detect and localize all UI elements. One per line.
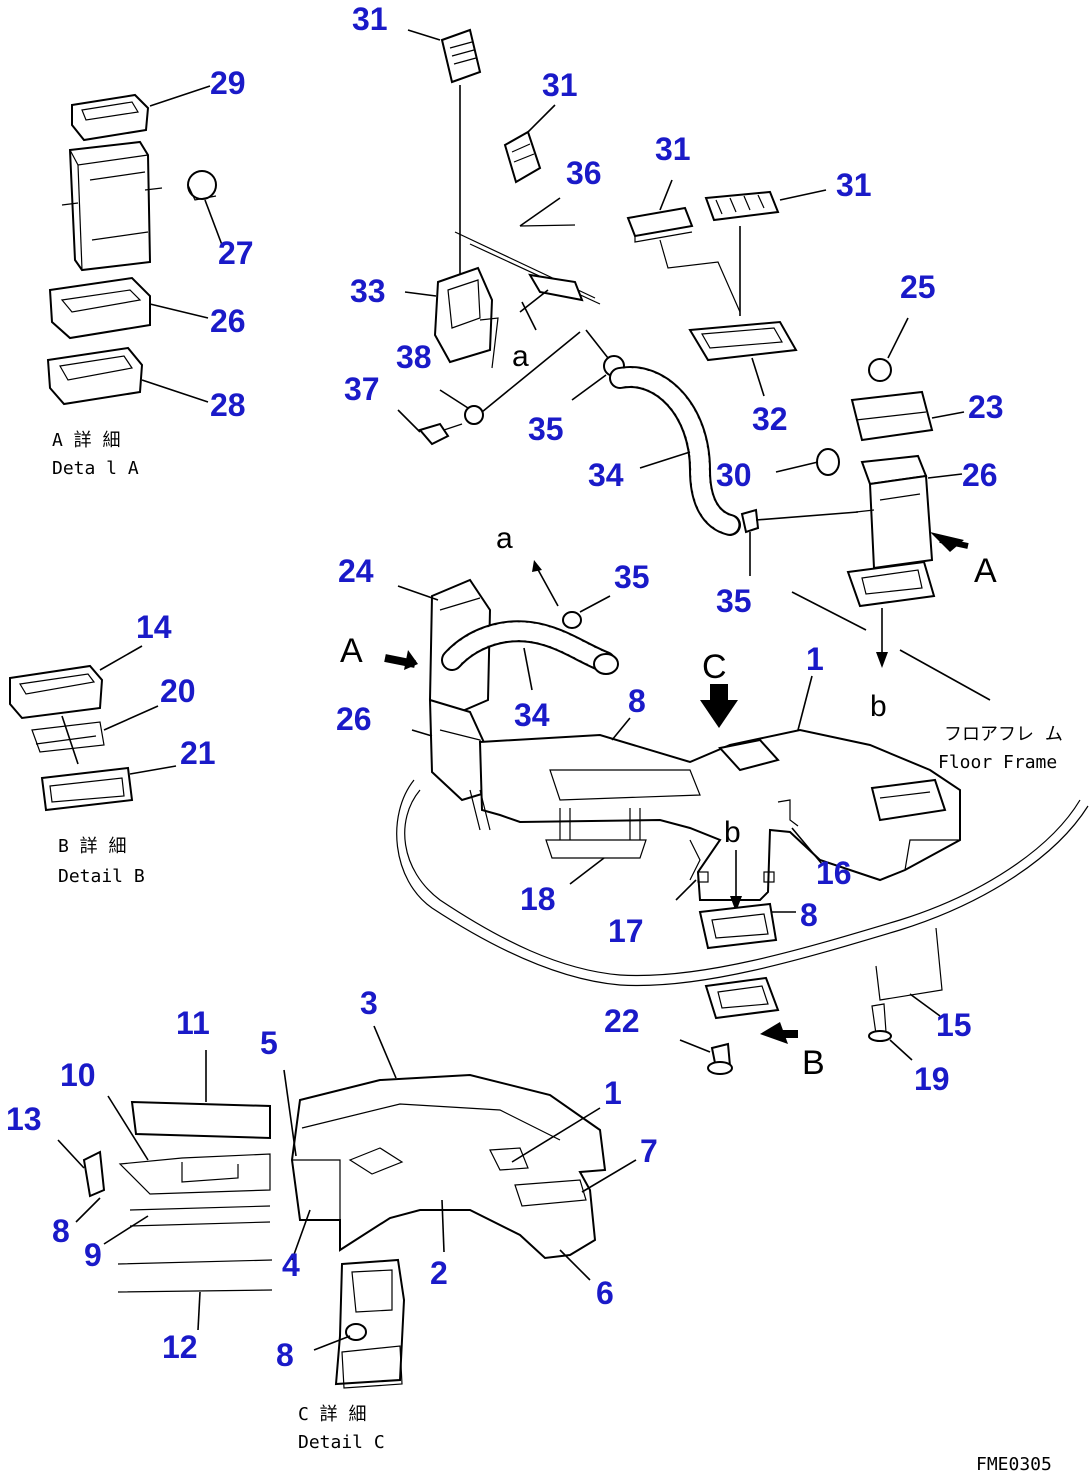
callout-number: 24 [338, 553, 374, 589]
view-letter-a-upper: a [512, 340, 529, 373]
view-letter-b-right: b [870, 690, 887, 723]
callout-number: 31 [655, 131, 691, 167]
callout-number: 1 [806, 641, 824, 677]
callout-number: 31 [352, 1, 388, 37]
callout-number: 34 [514, 697, 550, 733]
detail-a-drawing [46, 85, 223, 406]
callout-number: 1 [604, 1075, 622, 1111]
callout-number: 14 [136, 609, 172, 645]
callout-number: 27 [218, 235, 254, 271]
callout-number: 6 [596, 1275, 614, 1311]
callout-number: 19 [914, 1061, 950, 1097]
callout-number: 8 [628, 683, 646, 719]
callout-number: 18 [520, 881, 556, 917]
callout-number: 16 [816, 855, 852, 891]
callout-number: 8 [52, 1213, 70, 1249]
detail-c-caption-en: Detail C [298, 1432, 385, 1453]
right-duct-assembly [775, 317, 969, 668]
view-letter-a-lower: a [496, 522, 513, 555]
callout-number: 10 [60, 1057, 96, 1093]
detail-b-drawing [9, 645, 177, 812]
callout-number: 26 [962, 457, 998, 493]
callout-number: 5 [260, 1025, 278, 1061]
view-letter-A-left: A [340, 632, 363, 670]
view-letter-A-right: A [974, 552, 997, 590]
callout-number: 8 [276, 1337, 294, 1373]
detail-b-caption-jp: B 詳 細 [58, 836, 127, 857]
detail-a-caption-en: Deta l A [52, 458, 139, 479]
floor-frame-drawing [396, 649, 1089, 987]
hose-upper [609, 366, 859, 576]
callout-number: 4 [282, 1247, 300, 1283]
callout-number: 9 [84, 1237, 102, 1273]
callout-number: 15 [936, 1007, 972, 1043]
callout-number: 33 [350, 273, 386, 309]
callout-number: 20 [160, 673, 196, 709]
callout-number: 37 [344, 371, 380, 407]
callout-number: 26 [210, 303, 246, 339]
floor-frame-caption-jp: フロアフレ ム [944, 724, 1063, 745]
upper-right-vents [626, 179, 827, 397]
callout-number: 29 [210, 65, 246, 101]
detail-b-caption-en: Detail B [58, 866, 145, 887]
detail-c-caption-jp: C 詳 細 [298, 1404, 367, 1425]
callout-number: 22 [604, 1003, 640, 1039]
callout-number: 31 [836, 167, 872, 203]
callout-number: 17 [608, 913, 644, 949]
callout-number: 28 [210, 387, 246, 423]
connector-b [679, 927, 943, 1075]
left-duct-assembly [384, 560, 619, 802]
callout-number: 26 [336, 701, 372, 737]
drawing-code: FME0305 [976, 1454, 1052, 1475]
detail-a-caption-jp: A 詳 細 [52, 430, 121, 451]
callout-number: 35 [614, 559, 650, 595]
floor-frame-caption-en: Floor Frame [938, 752, 1057, 773]
view-letter-b-center: b [724, 816, 741, 849]
callout-number: 21 [180, 735, 216, 771]
callout-number: 25 [900, 269, 936, 305]
callout-number: 32 [752, 401, 788, 437]
callout-number: 13 [6, 1101, 42, 1137]
callout-number: 38 [396, 339, 432, 375]
callout-number: 36 [566, 155, 602, 191]
upper-vent-assembly [397, 28, 625, 446]
callout-number: 2 [430, 1255, 448, 1291]
callout-number: 35 [716, 583, 752, 619]
callout-number: 11 [176, 1005, 210, 1041]
callout-number: 31 [542, 67, 578, 103]
callout-number: 30 [716, 457, 752, 493]
callout-number: 7 [640, 1133, 658, 1169]
callout-number: 34 [588, 457, 624, 493]
callout-number: 12 [162, 1329, 198, 1365]
view-letter-B: B [802, 1044, 825, 1082]
detail-c-drawing [57, 1025, 637, 1389]
view-letter-C: C [702, 648, 727, 686]
callout-number: 35 [528, 411, 564, 447]
callout-number: 8 [800, 897, 818, 933]
callout-number: 3 [360, 985, 378, 1021]
callout-number: 23 [968, 389, 1004, 425]
